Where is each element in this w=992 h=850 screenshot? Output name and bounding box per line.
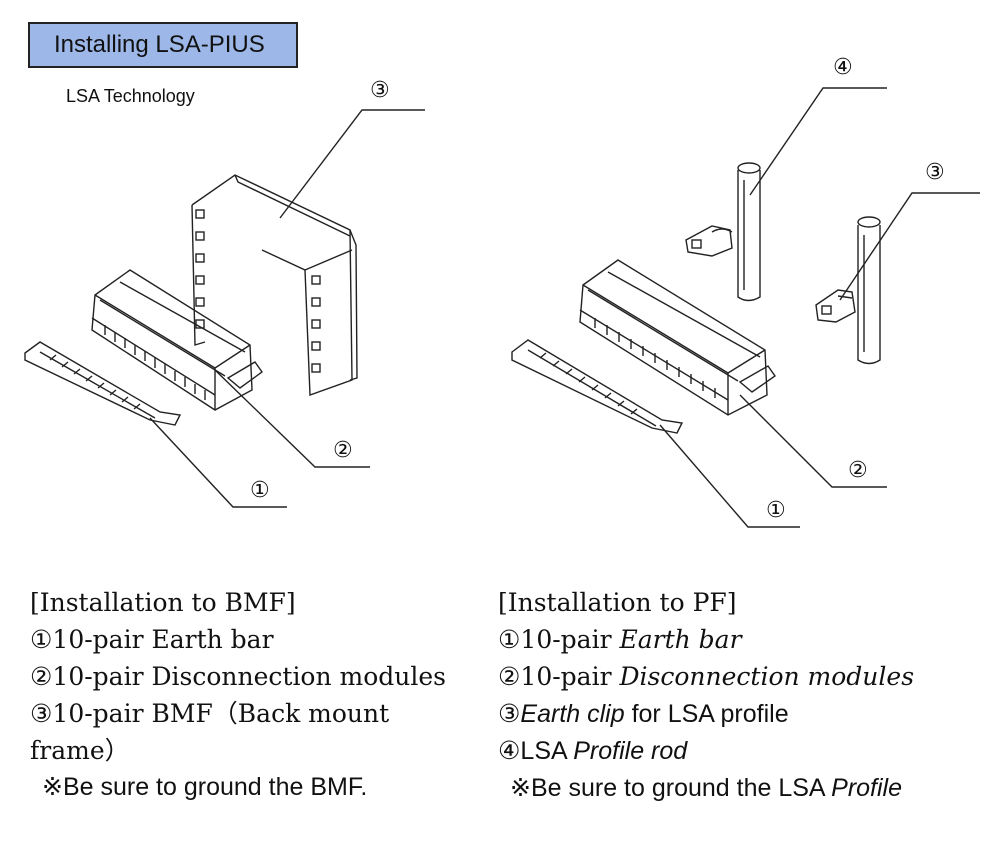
callout-right-1: ① [766, 498, 786, 523]
legend-pf-item-4-em: Profile rod [573, 737, 688, 765]
legend-pf-heading: [Installation to PF] [498, 588, 737, 617]
leader-right-1 [659, 424, 800, 528]
legend-pf: [Installation to PF] ①10-pair Earth bar … [498, 584, 978, 807]
callout-left-2: ② [333, 438, 353, 463]
legend-pf-note: ※Be sure to ground the LSA Profile [498, 770, 978, 807]
leader-left-1 [149, 417, 287, 508]
legend-pf-item-3: ③Earth clip for LSA profile [498, 695, 978, 733]
leader-right-3 [839, 192, 980, 301]
callout-right-4: ④ [833, 55, 853, 80]
profile-rod-short [857, 216, 881, 365]
legend-pf-item-1-em: Earth bar [619, 625, 742, 654]
legend-bmf-item-3: ③10-pair BMF（Back mount frame） [30, 699, 390, 765]
legend-bmf: [Installation to BMF] ①10-pair Earth bar… [30, 584, 450, 806]
legend-pf-item-4-prefix: ④LSA [498, 737, 574, 765]
legend-pf-note-em: Profile [831, 774, 903, 802]
legend-pf-item-2-em: Disconnection modules [619, 662, 915, 691]
legend-bmf-heading: [Installation to BMF] [30, 588, 296, 617]
earth-bar-left [24, 341, 182, 426]
legend-bmf-item-2: ②10-pair Disconnection modules [30, 662, 447, 691]
legend-pf-item-3-em: Earth clip [520, 700, 625, 728]
legend-pf-item-2-prefix: ②10-pair [498, 662, 620, 691]
legend-pf-item-2: ②10-pair Disconnection modules [498, 658, 978, 695]
legend-pf-item-3-suffix: for LSA profile [624, 700, 789, 728]
back-mount-frame [191, 174, 358, 396]
leader-left-3 [279, 109, 425, 219]
earth-clip-lower [815, 289, 856, 323]
callout-left-3: ③ [370, 78, 390, 103]
legend-pf-item-1: ①10-pair Earth bar [498, 621, 978, 658]
leader-right-2 [739, 394, 887, 488]
disconnection-module-right [579, 259, 776, 416]
legend-pf-item-3-prefix: ③ [498, 699, 521, 728]
leader-right-4 [749, 87, 887, 196]
legend-bmf-note: ※Be sure to ground the BMF. [42, 773, 368, 801]
subtitle: LSA Technology [66, 86, 195, 106]
disconnection-module-left [91, 269, 263, 411]
callout-left-1: ① [250, 478, 270, 503]
earth-bar-right [511, 339, 684, 434]
profile-rod-tall [737, 162, 761, 302]
callout-right-2: ② [848, 458, 868, 483]
legend-pf-note-prefix: ※Be sure to ground the LSA [510, 774, 832, 802]
installation-diagram: ③ ② ① ④ ③ ② ① [24, 55, 980, 528]
legend-bmf-item-1: ①10-pair Earth bar [30, 625, 274, 654]
legend-pf-item-4: ④LSA Profile rod [498, 733, 978, 770]
callout-right-3: ③ [925, 160, 945, 185]
earth-clip-upper [685, 225, 733, 257]
leader-left-2 [214, 369, 370, 468]
legend-pf-item-1-prefix: ①10-pair [498, 625, 620, 654]
title-box: Installing LSA-PIUS [28, 22, 298, 68]
